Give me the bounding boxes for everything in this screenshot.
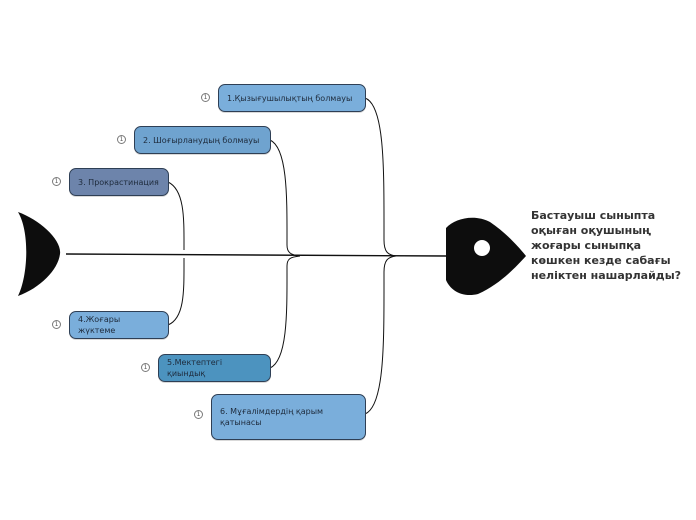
cause-node-3[interactable]: 3. Прокрастинация — [69, 168, 169, 196]
cause-node-6[interactable]: 6. Мұғалімдердің қарым қатынасы — [211, 394, 366, 440]
cause-label-2: 2. Шоғырланудың болмауы — [143, 135, 260, 145]
fish-eye — [474, 240, 490, 256]
bone-5 — [269, 255, 301, 369]
cause-label-6: 6. Мұғалімдердің қарым қатынасы — [220, 407, 324, 427]
badge-4[interactable]: 1 — [52, 320, 61, 329]
cause-node-2[interactable]: 2. Шоғырланудың болмауы — [134, 126, 271, 154]
bone-6 — [364, 255, 397, 415]
badge-3[interactable]: 1 — [52, 177, 61, 186]
bone-2 — [269, 139, 301, 257]
badge-1[interactable]: 1 — [201, 93, 210, 102]
cause-label-4: 4.Жоғары жүктеме — [78, 315, 121, 335]
cause-label-3: 3. Прокрастинация — [78, 177, 159, 187]
fish-head — [446, 217, 526, 296]
fish-tail — [18, 212, 61, 296]
cause-node-4[interactable]: 4.Жоғары жүктеме — [69, 311, 169, 339]
badge-2[interactable]: 1 — [117, 135, 126, 144]
badge-6[interactable]: 1 — [194, 410, 203, 419]
badge-5[interactable]: 1 — [141, 363, 150, 372]
cause-label-1: 1.Қызығушылықтың болмауы — [227, 93, 353, 103]
cause-node-1[interactable]: 1.Қызығушылықтың болмауы — [218, 84, 366, 112]
bone-1 — [364, 97, 397, 257]
fish-spine — [65, 253, 447, 257]
bone-3 — [167, 181, 185, 251]
cause-label-5: 5.Мектептегі қиындық — [167, 358, 223, 378]
bone-4 — [167, 257, 185, 326]
cause-node-5[interactable]: 5.Мектептегі қиындық — [158, 354, 271, 382]
problem-statement[interactable]: Бастауыш сыныпта оқыған оқушының жоғары … — [531, 209, 682, 282]
